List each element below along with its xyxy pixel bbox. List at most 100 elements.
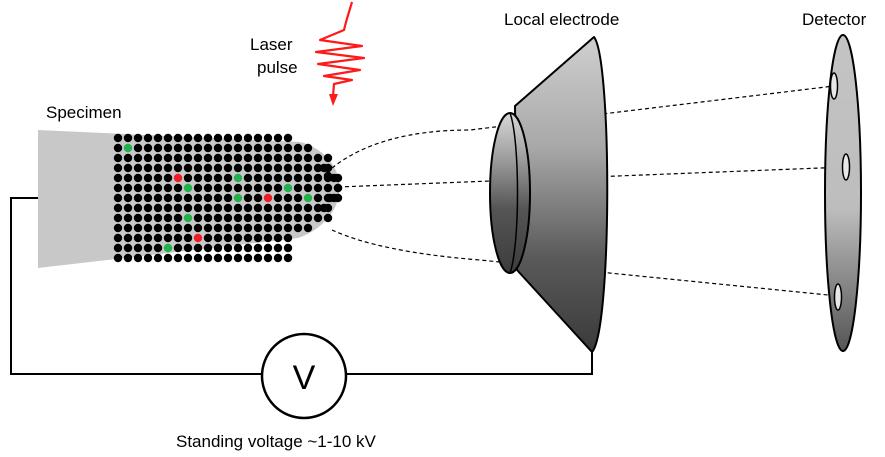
- atom-lattice: [113, 133, 343, 263]
- local-electrode-label: Local electrode: [504, 10, 619, 29]
- atom: [283, 193, 293, 203]
- atom: [233, 223, 243, 233]
- atom: [133, 153, 143, 163]
- atom: [173, 163, 183, 173]
- atom: [163, 223, 173, 233]
- atom: [163, 133, 173, 143]
- laser-wave: [314, 1, 366, 97]
- atom: [273, 223, 283, 233]
- atom: [253, 203, 263, 213]
- atom: [173, 253, 183, 263]
- atom: [293, 223, 303, 233]
- atom: [133, 133, 143, 143]
- atom: [123, 243, 133, 253]
- atom: [173, 143, 183, 153]
- atom: [283, 233, 293, 243]
- atom: [133, 183, 143, 193]
- atom: [223, 253, 233, 263]
- atom: [113, 153, 123, 163]
- atom: [133, 143, 143, 153]
- atom: [143, 133, 153, 143]
- atom: [123, 173, 133, 183]
- detector-hit-1: [829, 72, 839, 100]
- atom: [333, 183, 343, 193]
- atom: [113, 213, 123, 223]
- atom: [183, 223, 193, 233]
- atom: [143, 153, 153, 163]
- atom: [273, 253, 283, 263]
- atom: [153, 253, 163, 263]
- atom: [163, 163, 173, 173]
- atom: [183, 253, 193, 263]
- atom: [163, 253, 173, 263]
- atom-green: [303, 193, 313, 203]
- atom: [223, 133, 233, 143]
- atom: [325, 193, 335, 203]
- atom: [153, 143, 163, 153]
- atom: [113, 193, 123, 203]
- atom: [113, 243, 123, 253]
- atom: [233, 183, 243, 193]
- atom: [243, 253, 253, 263]
- atom: [273, 193, 283, 203]
- atom: [193, 193, 203, 203]
- atom: [323, 183, 333, 193]
- atom: [173, 233, 183, 243]
- atom: [193, 243, 203, 253]
- atom: [323, 171, 333, 181]
- atom: [283, 213, 293, 223]
- atom: [253, 193, 263, 203]
- atom: [213, 243, 223, 253]
- atom: [273, 183, 283, 193]
- atom: [319, 203, 329, 213]
- atom: [213, 233, 223, 243]
- atom: [133, 173, 143, 183]
- atom: [273, 243, 283, 253]
- atom: [303, 183, 313, 193]
- standing-voltage-label: Standing voltage ~1-10 kV: [176, 432, 377, 451]
- specimen-label: Specimen: [46, 103, 122, 122]
- atom: [323, 153, 333, 163]
- atom: [203, 223, 213, 233]
- atom: [313, 173, 323, 183]
- atom: [273, 203, 283, 213]
- atom: [173, 213, 183, 223]
- atom-green: [163, 243, 173, 253]
- atom: [183, 243, 193, 253]
- atom: [143, 163, 153, 173]
- atom: [163, 233, 173, 243]
- atom: [273, 153, 283, 163]
- atom: [143, 173, 153, 183]
- atom: [243, 163, 253, 173]
- atom: [293, 143, 303, 153]
- atom: [253, 233, 263, 243]
- atom: [213, 193, 223, 203]
- atom: [153, 243, 163, 253]
- atom: [223, 143, 233, 153]
- atom: [223, 193, 233, 203]
- atom: [143, 193, 153, 203]
- laser-label-line1: Laser: [250, 35, 293, 54]
- atom: [153, 153, 163, 163]
- atom: [293, 153, 303, 163]
- atom: [263, 183, 273, 193]
- atom: [293, 203, 303, 213]
- atom: [243, 173, 253, 183]
- atom: [163, 173, 173, 183]
- atom: [273, 173, 283, 183]
- atom: [203, 143, 213, 153]
- atom: [143, 213, 153, 223]
- atom: [173, 133, 183, 143]
- atom: [313, 153, 323, 163]
- atom: [193, 183, 203, 193]
- atom: [283, 203, 293, 213]
- atom: [253, 133, 263, 143]
- atom-green: [233, 173, 243, 183]
- atom: [193, 163, 203, 173]
- atom: [153, 193, 163, 203]
- atom-green: [183, 183, 193, 193]
- atom: [133, 193, 143, 203]
- atom: [183, 173, 193, 183]
- electrode-cone: [514, 36, 609, 353]
- atom: [253, 163, 263, 173]
